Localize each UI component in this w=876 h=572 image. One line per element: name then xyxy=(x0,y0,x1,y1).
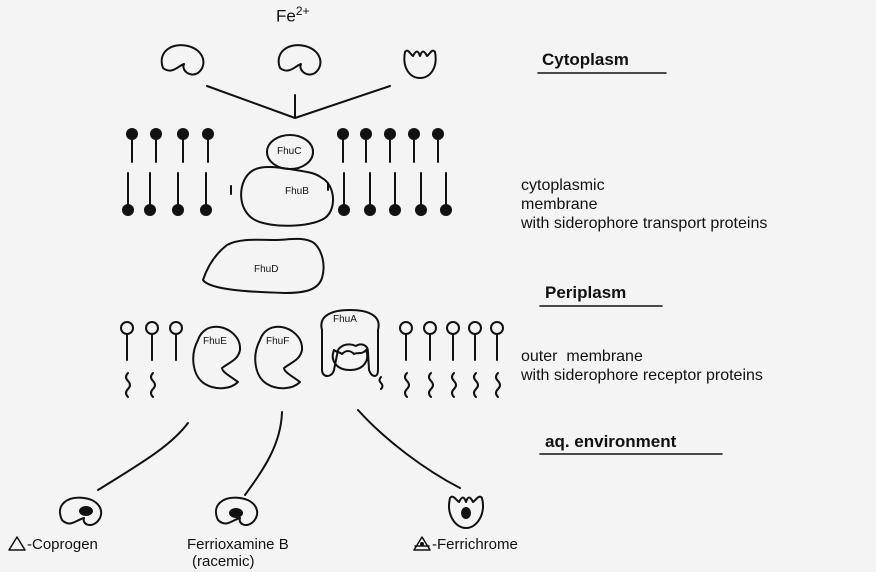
cytoplasmic-membrane-line-2: membrane xyxy=(521,195,767,214)
ferrioxamine-iron-dot xyxy=(229,508,243,518)
coprogen-path-line xyxy=(98,423,188,490)
outer-membrane-lipids-right xyxy=(380,322,504,397)
ferrichrome-label: -Ferrichrome xyxy=(432,536,518,553)
coprogen-iron-dot xyxy=(79,506,93,516)
outer-membrane-line-2: with siderophore receptor proteins xyxy=(521,366,763,385)
ferrioxamine-path-line xyxy=(245,412,282,495)
outer-membrane-description: outer membrane with siderophore receptor… xyxy=(521,347,763,385)
cytoplasm-siderophore-center xyxy=(279,45,321,74)
fhuB-label: FhuB xyxy=(285,186,309,197)
fhuD-label: FhuD xyxy=(254,264,278,275)
cytoplasmic-membrane-line-3: with siderophore transport proteins xyxy=(521,214,767,233)
ferrichrome-path-line xyxy=(358,410,460,488)
fhuA-inner-pocket xyxy=(333,350,367,370)
fhuC-label: FhuC xyxy=(277,146,301,157)
outer-membrane-lipids-left xyxy=(121,322,182,397)
cytoplasm-converging-lines xyxy=(207,86,390,118)
iron-ion-base: Fe xyxy=(276,7,296,26)
coprogen-label: -Coprogen xyxy=(27,536,98,553)
periplasm-label: Periplasm xyxy=(545,283,626,303)
fhuA-label: FhuA xyxy=(333,314,357,325)
outer-membrane-line-1: outer membrane xyxy=(521,347,763,366)
triangle-icon xyxy=(9,537,25,550)
ferrioxamine-label-line-2: (racemic) xyxy=(192,553,255,570)
cytoplasmic-membrane-description: cytoplasmic membrane with siderophore tr… xyxy=(521,176,767,233)
cytoplasmic-membrane-lipids-right xyxy=(328,140,446,205)
cytoplasm-label: Cytoplasm xyxy=(542,50,629,70)
ferrichrome-iron-dot xyxy=(461,507,471,519)
cytoplasmic-membrane-line-1: cytoplasmic xyxy=(521,176,767,195)
fhuE-label: FhuE xyxy=(203,336,227,347)
cytoplasm-siderophore-right xyxy=(404,51,435,78)
fhuF-label: FhuF xyxy=(266,336,289,347)
aq-environment-label: aq. environment xyxy=(545,432,676,452)
cytoplasmic-membrane-lipids-left xyxy=(128,140,231,205)
cytoplasm-siderophore-left xyxy=(162,45,204,74)
triangle-inner-dot xyxy=(420,542,424,546)
iron-ion-charge: 2+ xyxy=(296,4,310,18)
iron-ion-label: Fe2+ xyxy=(276,4,310,27)
cytoplasmic-membrane-heads-left xyxy=(122,128,214,216)
ferrioxamine-label-line-1: Ferrioxamine B xyxy=(187,536,289,553)
